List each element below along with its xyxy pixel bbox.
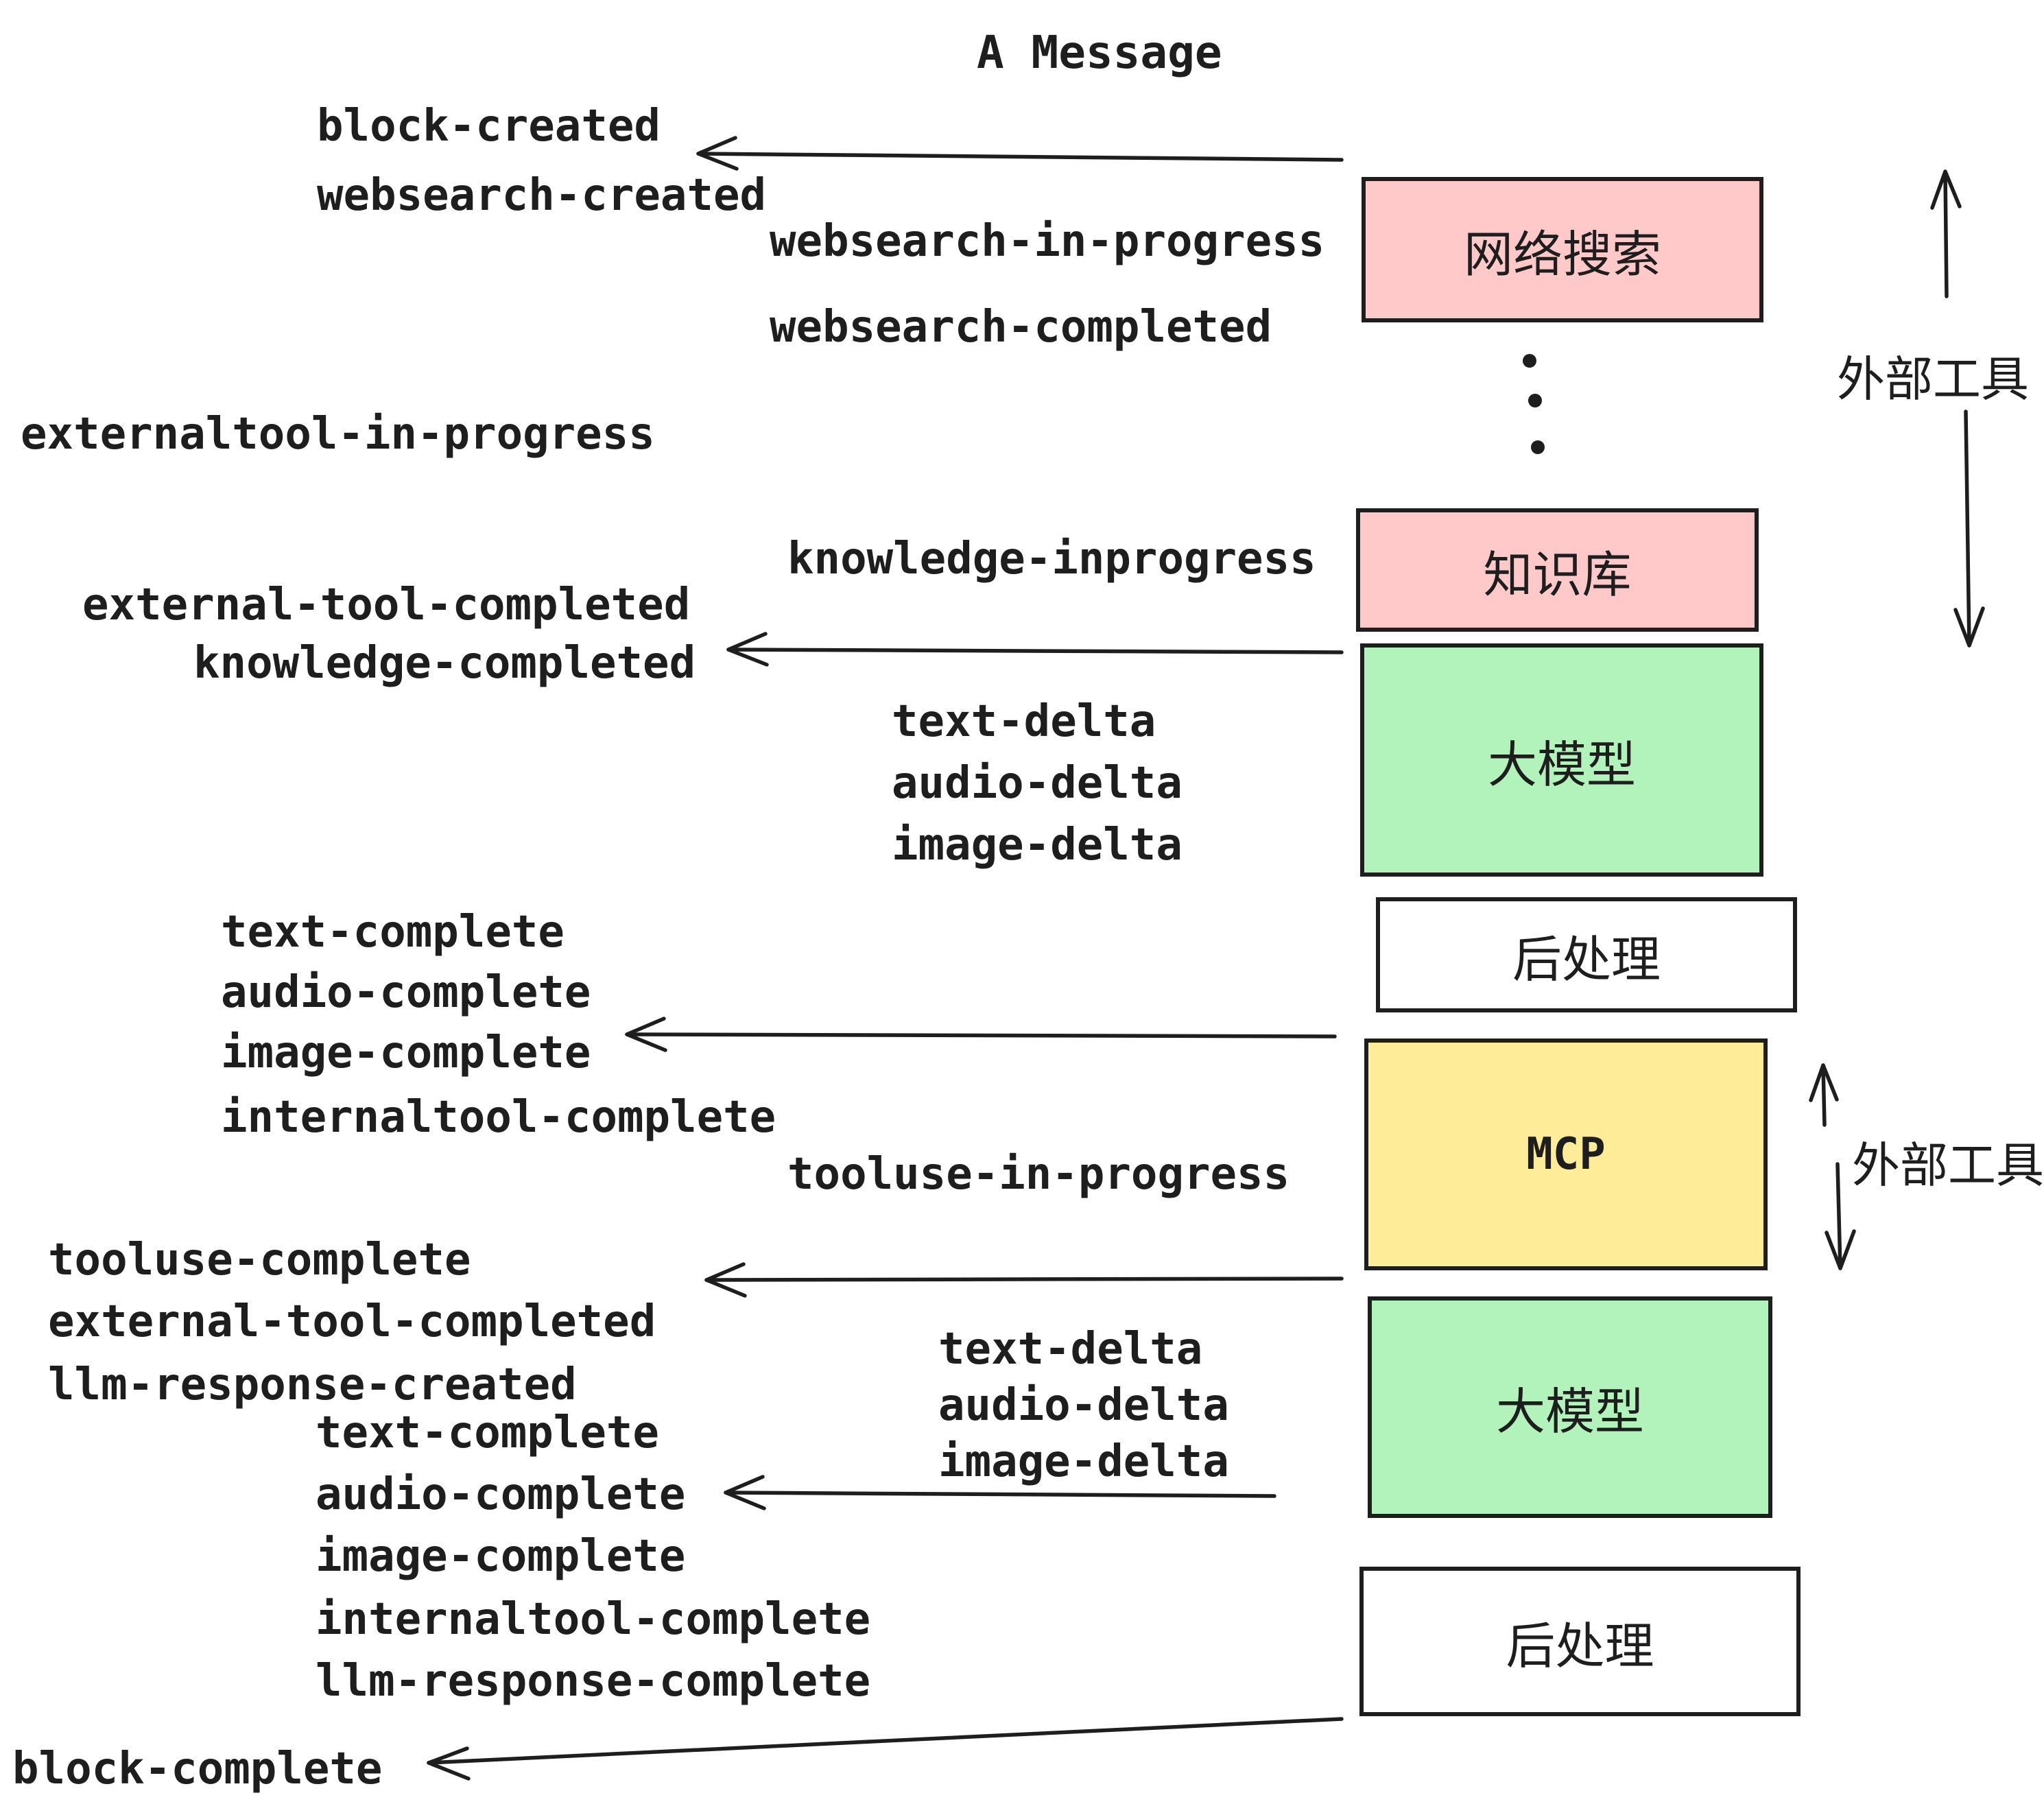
event-image-complete-1: image-complete (221, 1028, 591, 1078)
arrow-block-complete (427, 1717, 1344, 1781)
event-tooluse-in-progress: tooluse-in-progress (787, 1149, 1290, 1200)
event-tooluse-complete: tooluse-complete (48, 1235, 471, 1285)
event-websearch-in-progress: websearch-in-progress (770, 216, 1325, 267)
event-internaltool-complete-1: internaltool-complete (221, 1092, 776, 1143)
arrow-tooluse-complete (704, 1262, 1344, 1298)
event-llm-response-created: llm-response-created (48, 1360, 577, 1410)
event-text-delta-1: text-delta (892, 696, 1156, 747)
box-postprocess-1: 后处理 (1376, 897, 1797, 1012)
event-block-created: block-created (317, 101, 661, 152)
box-llm-2: 大模型 (1368, 1296, 1772, 1518)
event-text-complete-2: text-complete (316, 1408, 659, 1458)
event-audio-delta-1: audio-delta (892, 758, 1183, 809)
event-external-tool-completed-2: external-tool-completed (48, 1296, 656, 1347)
event-websearch-created: websearch-created (317, 170, 767, 221)
event-external-tool-completed-1: external-tool-completed (82, 580, 691, 630)
box-postprocess-2-label: 后处理 (1506, 1617, 1654, 1675)
external-tools-up-arrow-2 (1809, 1063, 1839, 1127)
event-llm-response-complete: llm-response-complete (316, 1656, 871, 1707)
box-llm-2-label: 大模型 (1495, 1383, 1644, 1440)
diagram-title: A Message (977, 26, 1222, 79)
event-block-complete: block-complete (12, 1744, 383, 1794)
box-postprocess-2: 后处理 (1359, 1567, 1801, 1716)
box-mcp: MCP (1364, 1039, 1768, 1270)
box-mcp-label: MCP (1526, 1129, 1606, 1180)
event-websearch-completed: websearch-completed (770, 302, 1272, 353)
event-internaltool-complete-2: internaltool-complete (316, 1594, 871, 1645)
event-audio-complete-1: audio-complete (221, 967, 591, 1018)
event-knowledge-inprogress: knowledge-inprogress (787, 534, 1316, 584)
box-knowledge-label: 知识库 (1483, 545, 1632, 604)
event-audio-complete-2: audio-complete (316, 1469, 686, 1520)
box-llm-1-label: 大模型 (1487, 735, 1636, 794)
external-tools-label-1: 外部工具 (1837, 351, 2029, 407)
event-image-complete-2: image-complete (316, 1531, 686, 1582)
event-image-delta-1: image-delta (892, 820, 1183, 870)
arrow-audio-complete (724, 1475, 1276, 1510)
event-text-complete-1: text-complete (221, 907, 565, 958)
event-image-delta-2: image-delta (938, 1436, 1229, 1487)
event-externaltool-in-progress: externaltool-in-progress (21, 409, 655, 460)
arrow-knowledge-completed (726, 632, 1344, 667)
external-tools-down-arrow-1 (1953, 410, 1985, 648)
external-tools-label-2: 外部工具 (1852, 1137, 2044, 1194)
box-llm-1: 大模型 (1360, 643, 1763, 877)
vertical-dots-icon (1523, 354, 1545, 454)
event-knowledge-completed: knowledge-completed (193, 638, 696, 689)
event-audio-delta-2: audio-delta (938, 1380, 1229, 1431)
arrow-websearch-created (696, 136, 1344, 171)
box-websearch-label: 网络搜索 (1463, 225, 1661, 283)
external-tools-up-arrow-1 (1930, 169, 1962, 298)
box-websearch: 网络搜索 (1362, 177, 1763, 322)
box-knowledge: 知识库 (1356, 508, 1759, 632)
box-postprocess-1-label: 后处理 (1512, 930, 1661, 988)
external-tools-down-arrow-2 (1825, 1162, 1856, 1270)
arrow-image-complete (625, 1017, 1337, 1052)
event-text-delta-2: text-delta (938, 1324, 1203, 1375)
